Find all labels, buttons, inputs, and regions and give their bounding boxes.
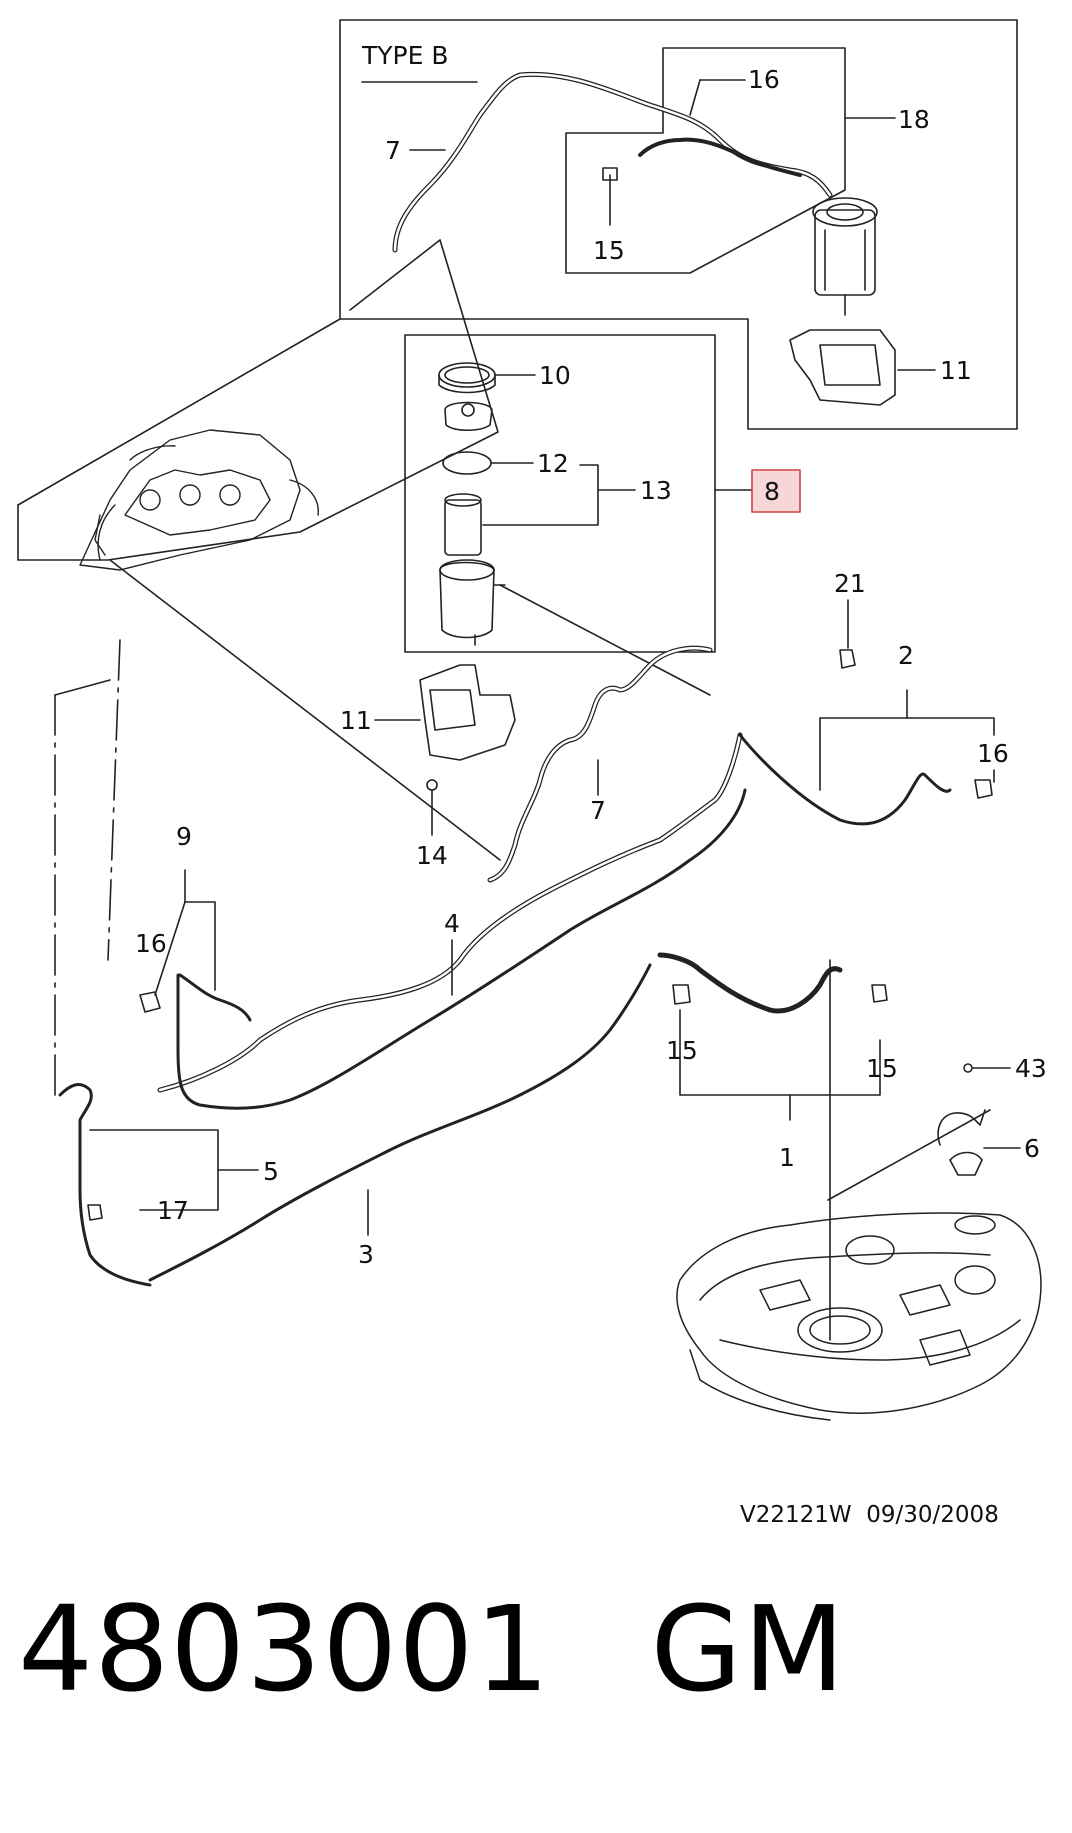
pipe-7	[487, 645, 713, 883]
callout-assy-5: 5	[263, 1157, 279, 1186]
typeb-fuel-filter	[812, 197, 878, 316]
filler-pipe-6	[937, 1109, 986, 1176]
typeb-title: TYPE B	[361, 41, 449, 70]
callout-assy-1: 1	[779, 1143, 795, 1172]
callout-assy-2: 2	[898, 641, 914, 670]
callout-clip-17: 17	[157, 1196, 189, 1225]
callout-clip-15-right: 15	[866, 1054, 898, 1083]
assy-9-pipe	[176, 788, 747, 1110]
clip-17	[87, 1204, 103, 1221]
callout-filter-10: 10	[539, 361, 571, 390]
bolt-43	[963, 1063, 973, 1073]
callout-clip-16-right: 16	[977, 739, 1009, 768]
clip-16-left	[139, 991, 161, 1013]
nut-14	[426, 779, 438, 791]
callout-bracket-11: 11	[340, 706, 372, 735]
clip-21	[839, 649, 856, 669]
pipe-assy-1	[657, 952, 843, 1014]
callout-typeb-18: 18	[898, 105, 930, 134]
callout-clip-15-left: 15	[666, 1036, 698, 1065]
clip-15-right	[871, 984, 888, 1003]
filter-element-13	[444, 493, 482, 556]
drawing-reference: V22121W 09/30/2008	[740, 1502, 999, 1528]
bracket-11	[419, 664, 516, 761]
callout-typeb-7: 7	[385, 136, 401, 165]
fuel-tank	[676, 1212, 1042, 1421]
callout-clip-16-left: 16	[135, 929, 167, 958]
part-number: 4803001	[18, 1580, 551, 1718]
clip-15-left	[672, 984, 691, 1005]
callout-assy-9: 9	[176, 822, 192, 851]
typeb-inner-box	[565, 47, 846, 274]
callout-bolt-43: 43	[1015, 1054, 1047, 1083]
callout-nut-14: 14	[416, 841, 448, 870]
callout-line-4: 4	[444, 909, 460, 938]
filter-exploded-box	[404, 334, 716, 653]
callout-filter-8[interactable]: 8	[764, 477, 780, 506]
filter-oring-12	[442, 451, 492, 475]
engine-frame	[17, 239, 499, 561]
typeb-pipe-7	[392, 71, 833, 253]
callout-typeb-11: 11	[940, 356, 972, 385]
callout-clip-21: 21	[834, 569, 866, 598]
engine-illustration	[79, 429, 319, 571]
callout-filter-13: 13	[640, 476, 672, 505]
callout-filter-12: 12	[537, 449, 569, 478]
callout-typeb-15: 15	[593, 236, 625, 265]
callout-pipe-6: 6	[1024, 1134, 1040, 1163]
callout-line-7: 7	[590, 796, 606, 825]
filter-housing	[439, 559, 506, 646]
filter-cap	[444, 401, 493, 432]
typeb-bracket-11	[789, 329, 896, 406]
callout-typeb-16: 16	[748, 65, 780, 94]
callout-line-3: 3	[358, 1240, 374, 1269]
highlight-box-8	[751, 469, 801, 513]
clip-16-right	[974, 779, 993, 799]
filter-ring-10	[438, 362, 496, 394]
pipe-assy-5	[58, 1083, 152, 1287]
brand-name: GM	[650, 1580, 846, 1718]
